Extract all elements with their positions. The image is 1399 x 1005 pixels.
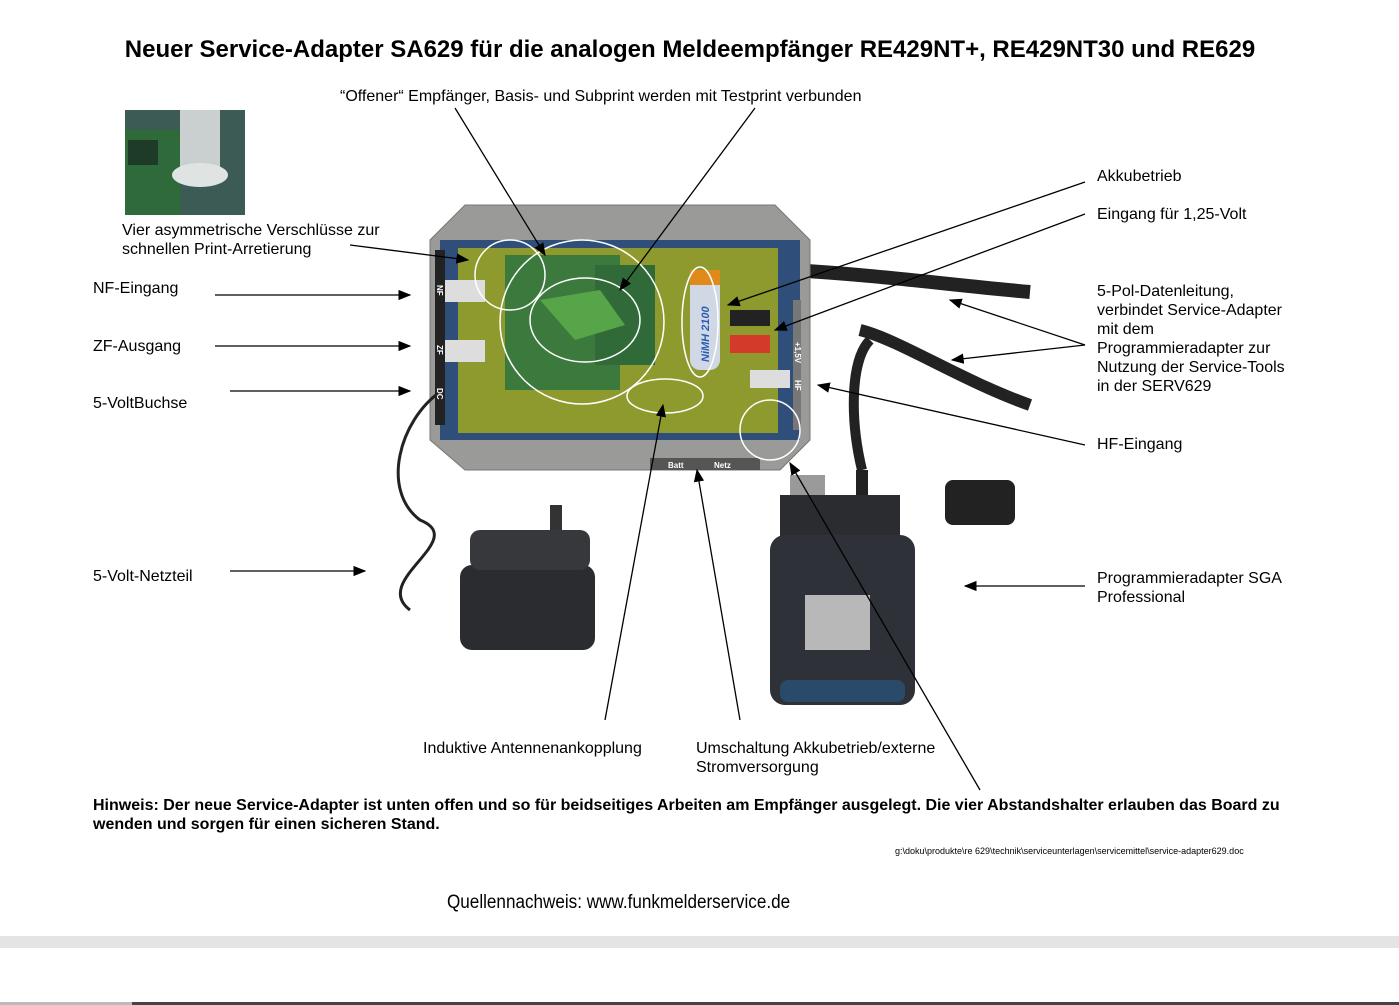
line: Programmieradapter SGA <box>1097 570 1282 587</box>
line: in der SERV629 <box>1097 378 1212 395</box>
netz-label: Netz <box>714 461 731 470</box>
line: verbindet Service-Adapter <box>1097 302 1282 319</box>
callout-arrows <box>215 107 1086 791</box>
batt-label: Batt <box>668 461 684 470</box>
label-umschaltung: Umschaltung Akkubetrieb/externe Stromver… <box>696 739 935 777</box>
scrollbar-track <box>0 1002 132 1005</box>
line: mit dem <box>1097 321 1154 338</box>
label-hf: HF-Eingang <box>1097 436 1183 453</box>
line: Umschaltung Akkubetrieb/externe <box>696 740 936 757</box>
label-volt-buchse: 5-VoltBuchse <box>93 395 188 412</box>
label-induktive: Induktive Antennenankopplung <box>423 740 642 757</box>
label-akku: Akkubetrieb <box>1097 168 1182 185</box>
zf-port-label: ZF <box>435 345 444 355</box>
programming-adapter-image <box>770 475 1015 705</box>
label-zf: ZF-Ausgang <box>93 338 182 355</box>
hf-port-label: HF <box>793 380 802 391</box>
service-adapter-device <box>429 204 811 471</box>
label-eingang: Eingang für 1,25-Volt <box>1097 206 1247 223</box>
power-supply-image <box>396 390 595 650</box>
line: Stromversorgung <box>696 759 819 776</box>
label-verschluesse-2: schnellen Print-Arretierung <box>122 241 312 258</box>
line: 5-Pol-Datenleitung, <box>1097 283 1234 300</box>
line: Professional <box>1097 589 1186 606</box>
label-verschluesse-1: Vier asymmetrische Verschlüsse zur <box>122 222 380 239</box>
line: Nutzung der Service-Tools <box>1097 359 1285 376</box>
label-nf: NF-Eingang <box>93 280 179 297</box>
horizontal-scrollbar[interactable] <box>132 1002 1399 1005</box>
inset-photo <box>125 110 245 215</box>
nf-port-label: NF <box>435 285 444 296</box>
source-reference: Quellennachweis: www.funkmelderservice.d… <box>447 892 791 913</box>
line: Programmieradapter zur <box>1097 340 1271 357</box>
battery-label: NiMH 2100 <box>700 305 712 362</box>
label-datenleitung: 5-Pol-Datenleitung, verbindet Service-Ad… <box>1097 282 1285 396</box>
label-netzteil: 5-Volt-Netzteil <box>93 568 193 585</box>
file-path: g:\doku\produkte\re 629\technik\serviceu… <box>895 846 1244 856</box>
data-cable <box>789 263 1033 495</box>
plus-1-5v-label: +1,5V <box>793 342 802 364</box>
hint-note: Hinweis: Der neue Service-Adapter ist un… <box>93 797 1280 833</box>
dc-port-label: DC <box>435 388 444 400</box>
page-title: Neuer Service-Adapter SA629 für die anal… <box>124 36 1256 63</box>
page-separator <box>0 936 1399 948</box>
label-offener: “Offener“ Empfänger, Basis- und Subprint… <box>340 88 862 105</box>
label-programmieradapter: Programmieradapter SGA Professional <box>1097 569 1282 607</box>
